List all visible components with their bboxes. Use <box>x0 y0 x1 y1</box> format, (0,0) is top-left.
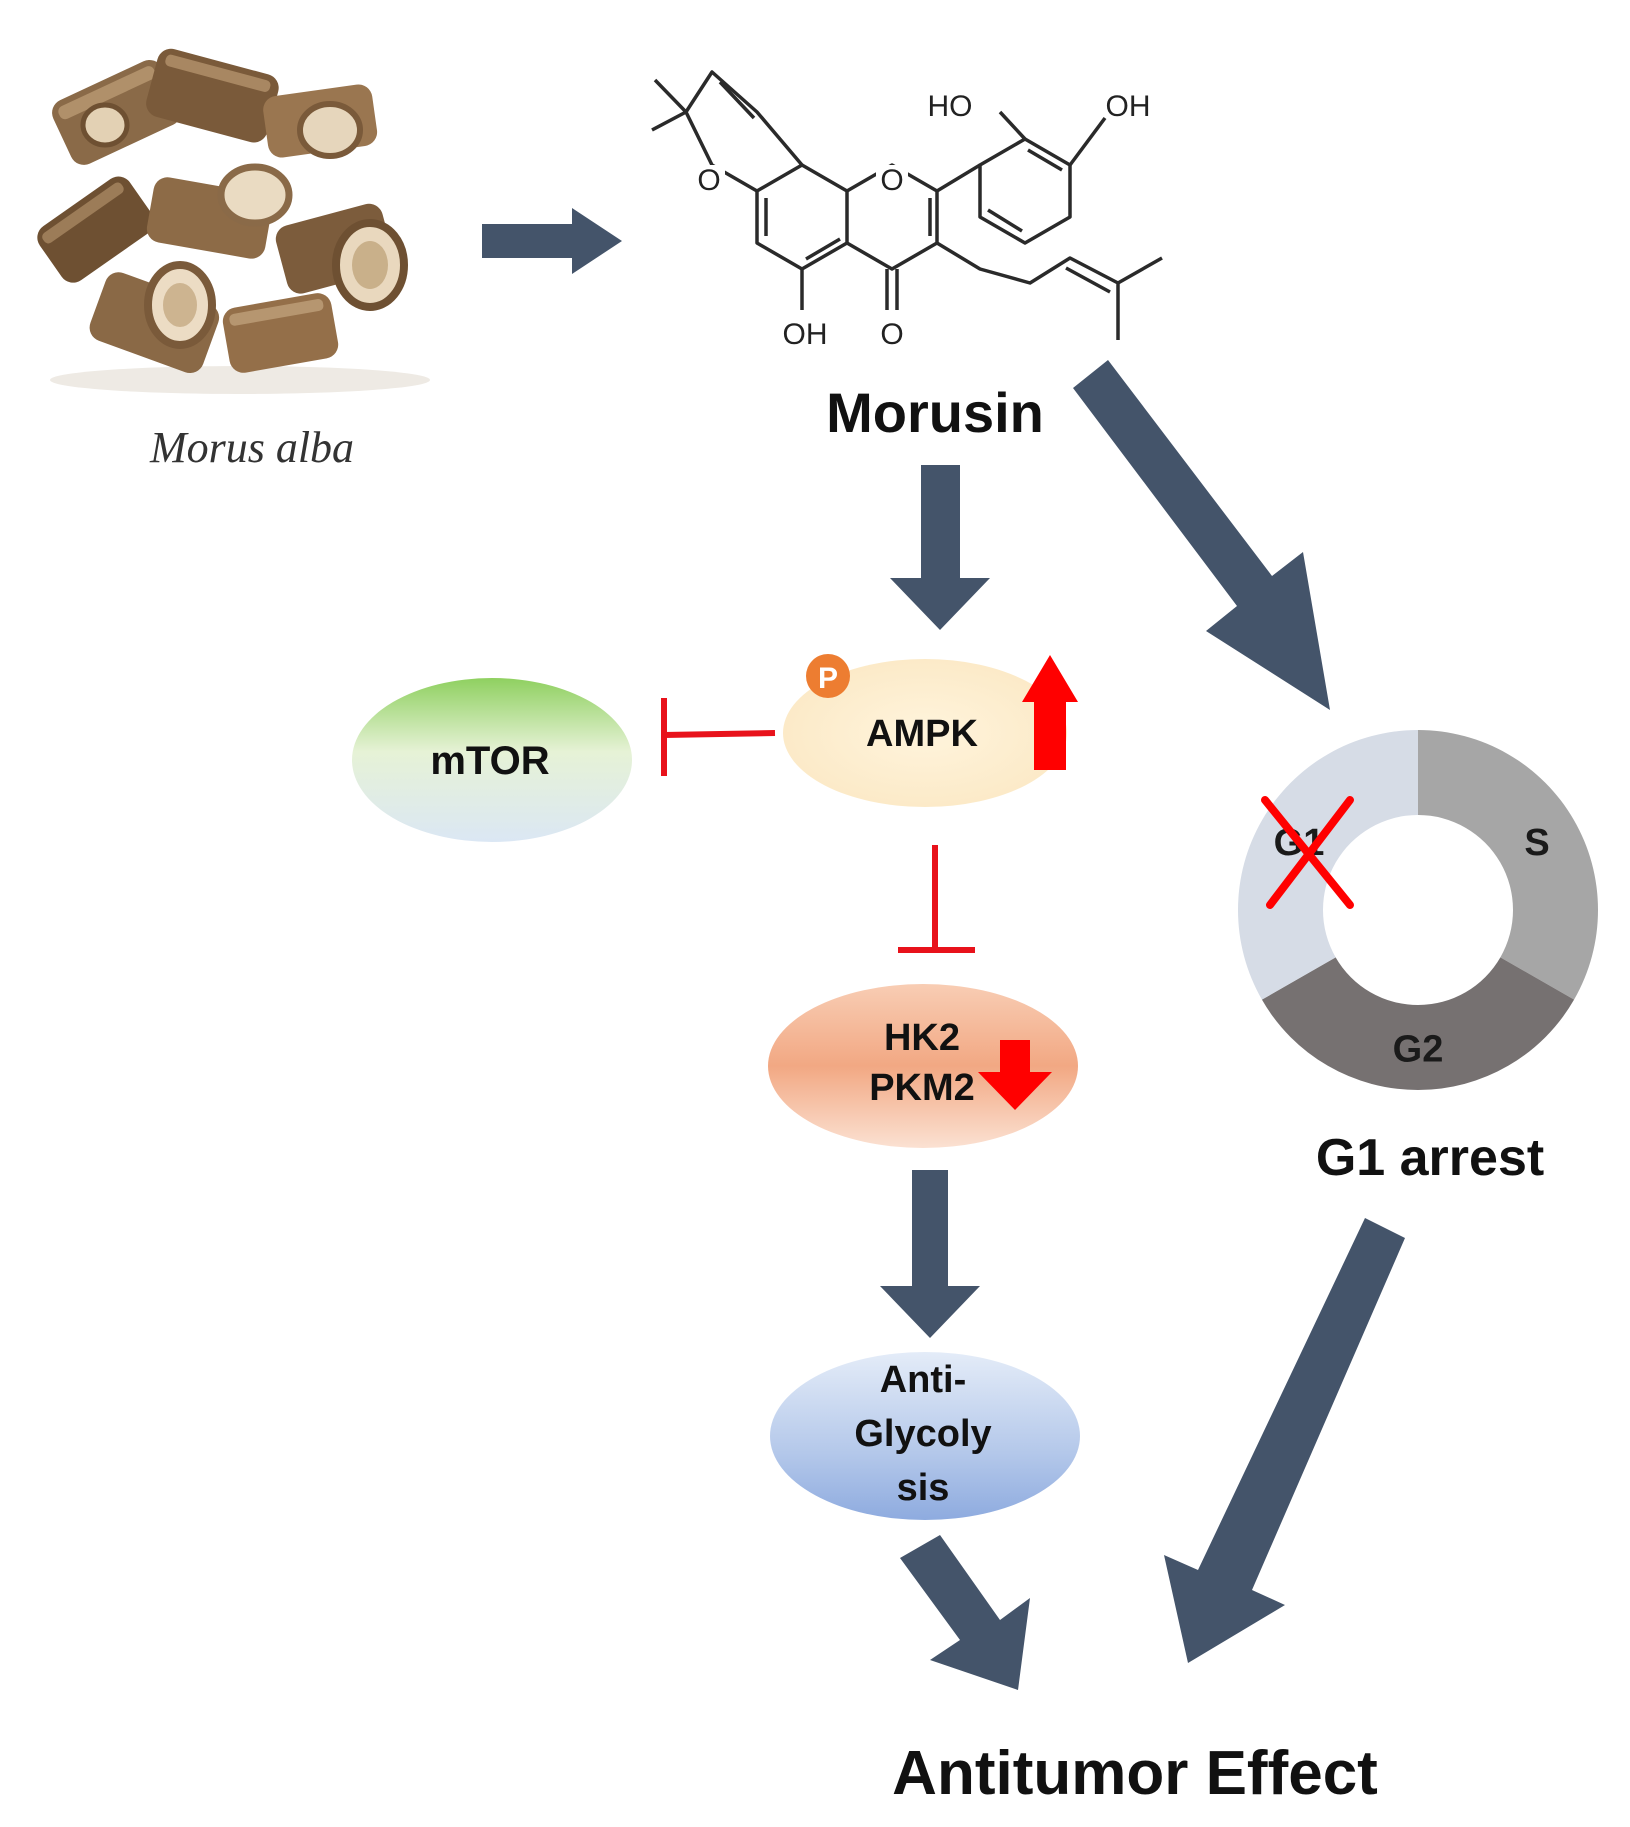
arrow-plant-to-morusin <box>482 208 622 274</box>
anti-glycolysis-node <box>770 1352 1080 1520</box>
root-bark-pieces-icon <box>0 38 465 410</box>
blocked-cross-icon <box>1261 796 1354 909</box>
hk2-pkm2-node <box>768 984 1078 1148</box>
mtor-node <box>352 678 632 842</box>
phase-label-s: S <box>1524 822 1549 864</box>
phase-segment-g1 <box>1237 730 1418 1000</box>
phospho-label: P <box>818 662 838 695</box>
cell-cycle-caption: G1 arrest <box>1316 1129 1544 1187</box>
arrow-hk2-to-glycolysis <box>880 1170 980 1338</box>
structure-label-o-ring: O <box>880 164 903 197</box>
arrow-glycolysis-to-outcome <box>900 1535 1030 1690</box>
structure-label-oh-bottom: OH <box>783 318 828 351</box>
anti-glycolysis-line3: sis <box>897 1467 950 1509</box>
structure-label-carbonyl-o: O <box>880 318 903 351</box>
compound-name: Morusin <box>826 381 1044 444</box>
mtor-label: mTOR <box>430 739 549 783</box>
hk2-label: HK2 <box>884 1017 960 1059</box>
arrow-g1-arrest-to-outcome <box>1164 1218 1405 1663</box>
phase-segment-s <box>1418 730 1599 1000</box>
morusin-structure <box>651 70 1163 340</box>
phospho-badge <box>806 654 850 698</box>
phase-segment-g2 <box>1261 957 1575 1091</box>
structure-label-ho: HO <box>928 90 973 123</box>
anti-glycolysis-line1: Anti- <box>880 1359 967 1401</box>
species-name: Morus alba <box>149 423 354 472</box>
down-arrow-icon <box>978 1040 1052 1110</box>
outcome-label: Antitumor Effect <box>892 1739 1378 1808</box>
ampk-label: AMPK <box>866 713 978 755</box>
inhibition-ampk-hk2 <box>898 845 975 953</box>
up-arrow-icon <box>1022 655 1078 770</box>
structure-label-o-pyran: O <box>697 164 720 197</box>
arrow-morusin-to-ampk <box>890 465 990 630</box>
inhibition-ampk-mtor <box>661 698 776 776</box>
phase-label-g2: G2 <box>1393 1029 1444 1071</box>
structure-label-oh-top: OH <box>1106 90 1151 123</box>
arrow-morusin-to-cell-cycle <box>1073 360 1330 710</box>
pkm2-label: PKM2 <box>869 1067 975 1109</box>
anti-glycolysis-line2: Glycoly <box>854 1413 991 1455</box>
ampk-node <box>783 659 1067 807</box>
